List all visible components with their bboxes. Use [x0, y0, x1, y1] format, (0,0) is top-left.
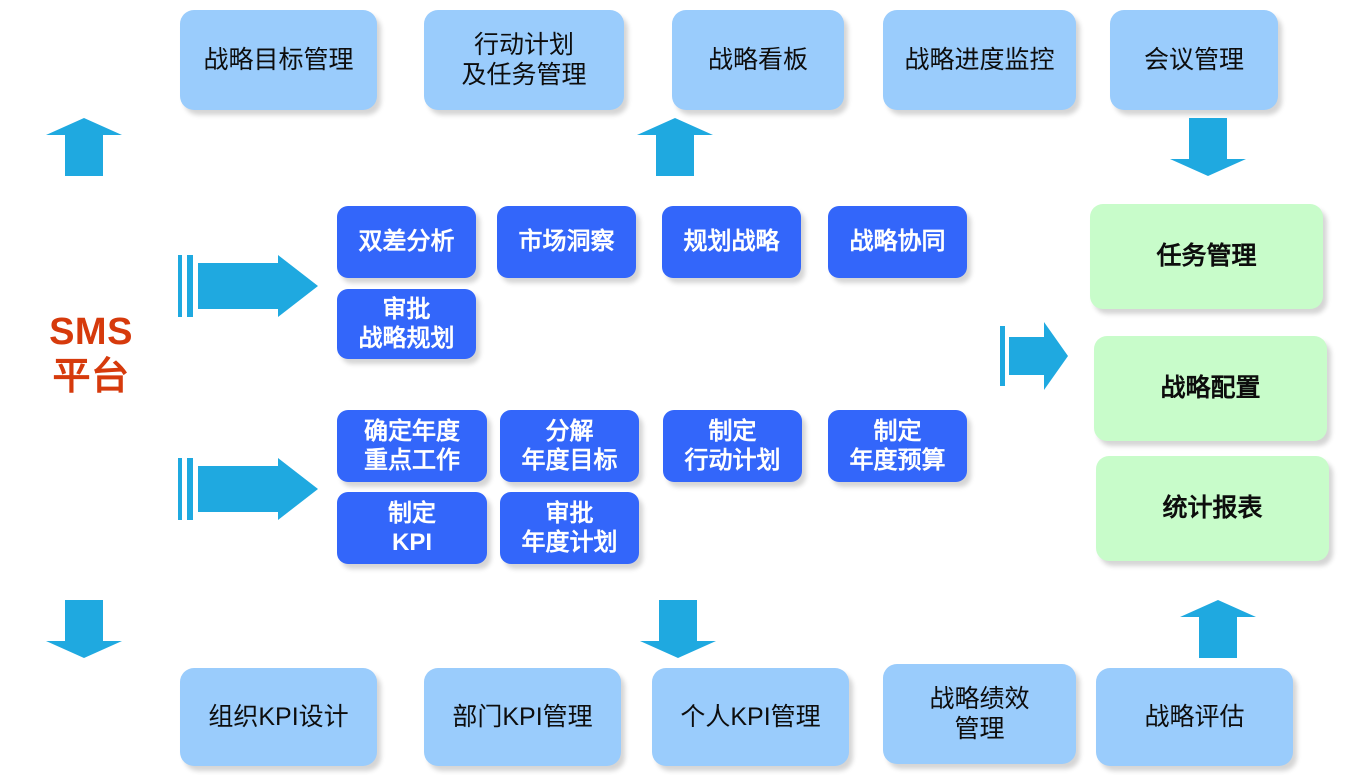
- bottom-box-personal-kpi-management[interactable]: 个人KPI管理: [652, 668, 849, 766]
- arrow-down-bottom-left: [46, 600, 122, 658]
- bottom-box-dept-kpi-management[interactable]: 部门KPI管理: [424, 668, 621, 766]
- process-box-make-annual-budget[interactable]: 制定 年度预算: [828, 410, 967, 482]
- process-box-approve-annual-plan[interactable]: 审批 年度计划: [500, 492, 639, 564]
- top-box-meeting-management[interactable]: 会议管理: [1110, 10, 1278, 110]
- arrow-up-bottom-right: [1180, 600, 1256, 658]
- bottom-box-strategy-performance-management[interactable]: 战略绩效 管理: [883, 664, 1076, 764]
- top-box-strategy-board[interactable]: 战略看板: [672, 10, 844, 110]
- process-box-gap-analysis[interactable]: 双差分析: [337, 206, 476, 278]
- top-box-action-plan-task-management[interactable]: 行动计划 及任务管理: [424, 10, 624, 110]
- module-box-strategy-configuration[interactable]: 战略配置: [1094, 336, 1327, 441]
- process-box-annual-key-work[interactable]: 确定年度 重点工作: [337, 410, 487, 482]
- process-box-strategy-collaboration[interactable]: 战略协同: [828, 206, 967, 278]
- arrow-up-left: [46, 118, 122, 176]
- bottom-box-strategy-evaluation[interactable]: 战略评估: [1096, 668, 1293, 766]
- process-box-make-action-plan[interactable]: 制定 行动计划: [663, 410, 802, 482]
- process-box-plan-strategy[interactable]: 规划战略: [662, 206, 801, 278]
- platform-label: SMS 平台: [49, 311, 133, 398]
- arrow-down-top-right: [1170, 118, 1246, 176]
- arrow-down-bottom-center: [640, 600, 716, 658]
- module-box-statistical-report[interactable]: 统计报表: [1096, 456, 1329, 561]
- process-box-market-insight[interactable]: 市场洞察: [497, 206, 636, 278]
- module-box-task-management[interactable]: 任务管理: [1090, 204, 1323, 309]
- top-box-strategy-goal-management[interactable]: 战略目标管理: [180, 10, 377, 110]
- arrow-right-to-modules: [1000, 322, 1068, 390]
- process-box-make-kpi[interactable]: 制定 KPI: [337, 492, 487, 564]
- arrow-right-lower-group: [178, 458, 318, 520]
- top-box-strategy-progress-monitor[interactable]: 战略进度监控: [883, 10, 1076, 110]
- process-box-decompose-annual-goal[interactable]: 分解 年度目标: [500, 410, 639, 482]
- process-box-approve-strategy-plan[interactable]: 审批 战略规划: [337, 289, 476, 359]
- arrow-up-center: [637, 118, 713, 176]
- bottom-box-org-kpi-design[interactable]: 组织KPI设计: [180, 668, 377, 766]
- arrow-right-upper-group: [178, 255, 318, 317]
